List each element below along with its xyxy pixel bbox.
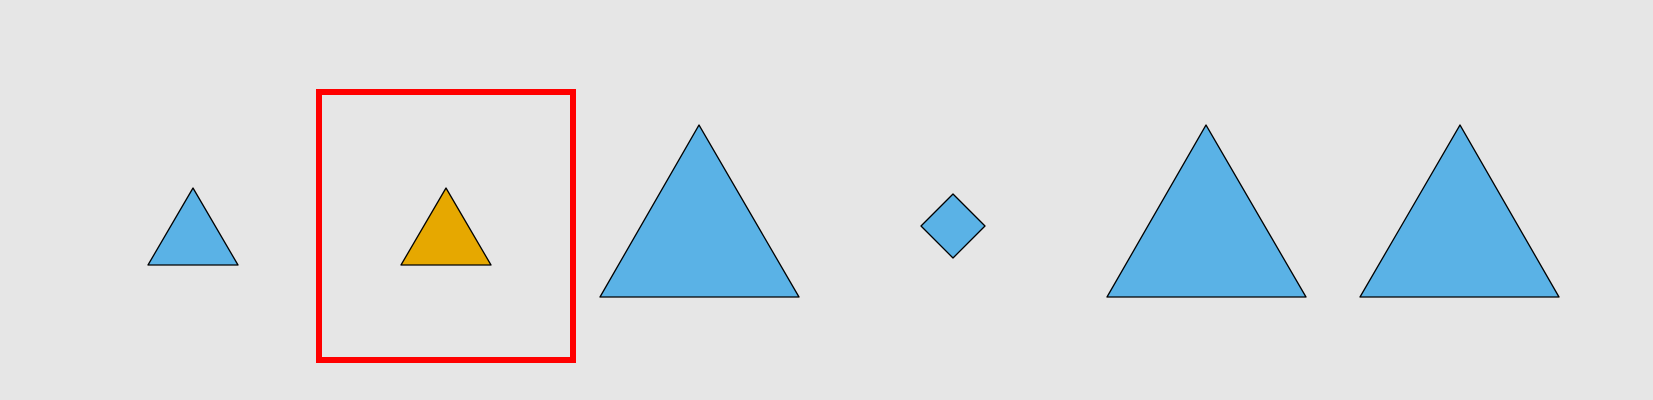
selection-box xyxy=(316,89,576,363)
triangle-large-3 xyxy=(1359,124,1560,298)
triangle-small-highlighted[interactable] xyxy=(400,187,492,266)
triangle-large-2 xyxy=(1106,124,1307,298)
triangle-large-1 xyxy=(599,124,800,298)
triangle-small-1 xyxy=(147,187,239,266)
diamond-small xyxy=(920,193,986,259)
